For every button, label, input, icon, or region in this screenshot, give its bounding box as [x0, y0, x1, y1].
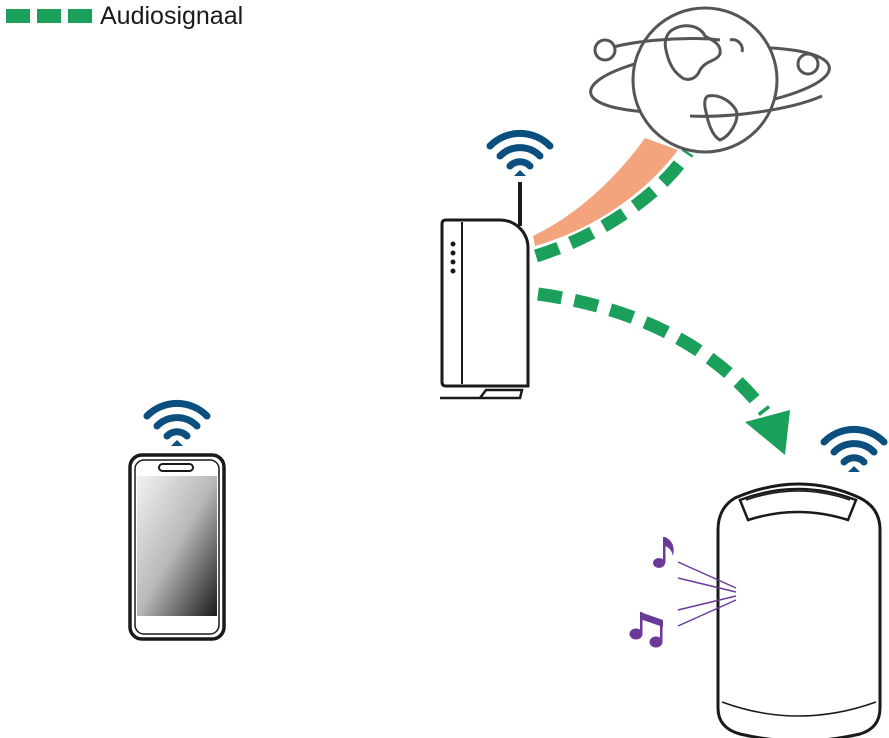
internet-connection-band	[533, 138, 678, 246]
legend-label: Audiosignaal	[100, 2, 244, 30]
audio-signal-arrowhead	[745, 410, 790, 455]
speaker-icon	[716, 429, 884, 738]
router-icon	[440, 133, 550, 400]
legend: Audiosignaal	[6, 2, 243, 30]
router-wifi-icon	[490, 133, 550, 176]
double-music-note-icon	[629, 612, 663, 648]
phone-wifi-icon	[147, 403, 207, 446]
smartphone-icon	[128, 403, 226, 641]
audio-signal-legend-swatch	[6, 9, 92, 23]
audio-signal-internet-to-router	[534, 148, 694, 263]
sound-lines	[677, 561, 737, 627]
music-note-icon	[653, 537, 674, 568]
globe-icon	[589, 6, 831, 154]
audio-signal-router-to-speaker	[537, 287, 771, 416]
speaker-wifi-icon	[824, 429, 884, 472]
